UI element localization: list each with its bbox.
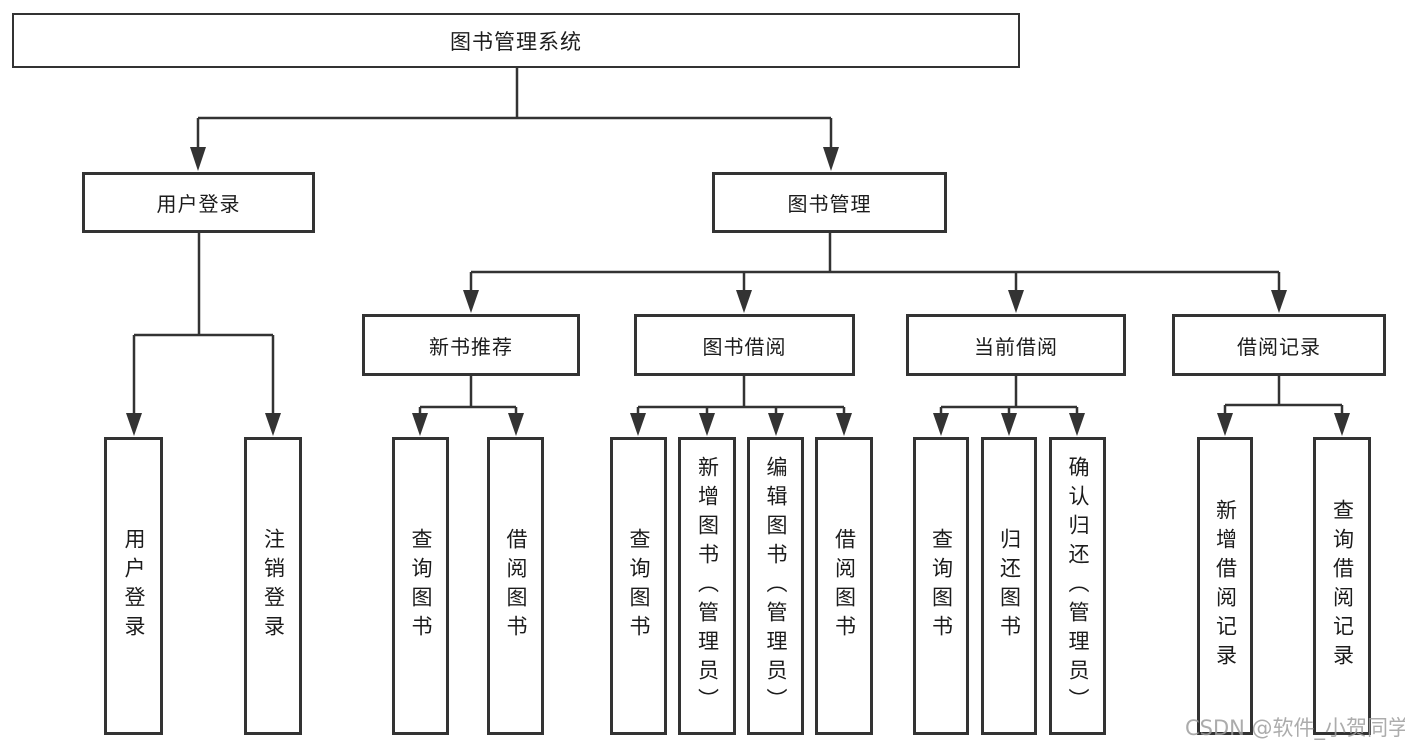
node-new-book-recommend-label: 新书推荐 (429, 334, 513, 359)
connector-user-login (132, 233, 275, 417)
node-leaf-query-book-1-label: 查询图书 (409, 528, 433, 644)
node-leaf-borrow-book-1: 借阅图书 (487, 437, 544, 735)
node-leaf-query-borrow-record: 查询借阅记录 (1313, 437, 1371, 735)
node-leaf-add-borrow-record-label: 新增借阅记录 (1213, 499, 1238, 673)
arrow-down-icon (1334, 413, 1350, 436)
node-leaf-query-book-1: 查询图书 (392, 437, 449, 735)
connector-current-borrow (939, 376, 1079, 418)
node-borrow-record-label: 借阅记录 (1237, 334, 1321, 359)
node-book-borrow: 图书借阅 (634, 314, 855, 376)
node-user-login-label: 用户登录 (156, 192, 241, 216)
arrow-down-icon (1217, 413, 1233, 436)
node-leaf-add-book-admin: 新增图书（管理员） (678, 437, 736, 735)
arrow-down-icon (190, 147, 206, 171)
arrow-down-icon (699, 413, 715, 436)
connector-borrow-record (1223, 376, 1344, 418)
node-current-borrow: 当前借阅 (906, 314, 1126, 376)
arrowheads (126, 147, 1350, 436)
arrow-down-icon (836, 413, 852, 436)
node-leaf-borrow-book-2: 借阅图书 (815, 437, 873, 735)
connector-root (196, 68, 833, 150)
node-leaf-user-login-label: 用户登录 (122, 528, 146, 644)
node-leaf-add-book-admin-label: 新增图书（管理员） (695, 455, 720, 717)
node-leaf-edit-book-admin: 编辑图书（管理员） (747, 437, 804, 735)
arrow-down-icon (1271, 290, 1287, 313)
arrow-down-icon (823, 147, 839, 171)
node-borrow-record: 借阅记录 (1172, 314, 1386, 376)
arrow-down-icon (1069, 413, 1085, 436)
arrow-down-icon (933, 413, 949, 436)
arrow-down-icon (1001, 413, 1017, 436)
node-root-label: 图书管理系统 (450, 29, 582, 54)
arrow-down-icon (463, 290, 479, 313)
node-leaf-add-borrow-record: 新增借阅记录 (1197, 437, 1253, 735)
node-current-borrow-label: 当前借阅 (974, 334, 1058, 359)
node-leaf-confirm-return-admin: 确认归还（管理员） (1049, 437, 1106, 735)
connector-book-borrow (636, 376, 846, 418)
arrow-down-icon (265, 413, 281, 436)
node-leaf-query-book-2: 查询图书 (610, 437, 667, 735)
node-book-borrow-label: 图书借阅 (702, 334, 787, 359)
node-leaf-user-login: 用户登录 (104, 437, 163, 735)
arrow-down-icon (508, 413, 524, 436)
node-leaf-borrow-book-2-label: 借阅图书 (832, 528, 857, 644)
node-leaf-return-book: 归还图书 (981, 437, 1037, 735)
node-leaf-return-book-label: 归还图书 (997, 528, 1022, 644)
node-leaf-logout-label: 注销登录 (261, 528, 286, 644)
node-leaf-edit-book-admin-label: 编辑图书（管理员） (764, 455, 788, 717)
node-leaf-query-book-3: 查询图书 (913, 437, 969, 735)
connector-book-mgmt (469, 233, 1281, 294)
node-user-login: 用户登录 (82, 172, 315, 233)
arrow-down-icon (736, 290, 752, 313)
connector-new-book (418, 376, 518, 418)
node-leaf-query-book-2-label: 查询图书 (627, 528, 651, 644)
arrow-down-icon (126, 413, 142, 436)
node-leaf-logout: 注销登录 (244, 437, 302, 735)
node-leaf-query-borrow-record-label: 查询借阅记录 (1330, 499, 1355, 673)
arrow-down-icon (1008, 290, 1024, 313)
node-leaf-confirm-return-admin-label: 确认归还（管理员） (1066, 455, 1090, 717)
node-leaf-query-book-3-label: 查询图书 (929, 528, 954, 644)
arrow-down-icon (412, 413, 428, 436)
arrow-down-icon (630, 413, 646, 436)
node-book-mgmt: 图书管理 (712, 172, 947, 233)
node-root: 图书管理系统 (12, 13, 1020, 68)
node-leaf-borrow-book-1-label: 借阅图书 (504, 528, 528, 644)
node-new-book-recommend: 新书推荐 (362, 314, 580, 376)
arrow-down-icon (768, 413, 784, 436)
node-book-mgmt-label: 图书管理 (787, 192, 872, 216)
